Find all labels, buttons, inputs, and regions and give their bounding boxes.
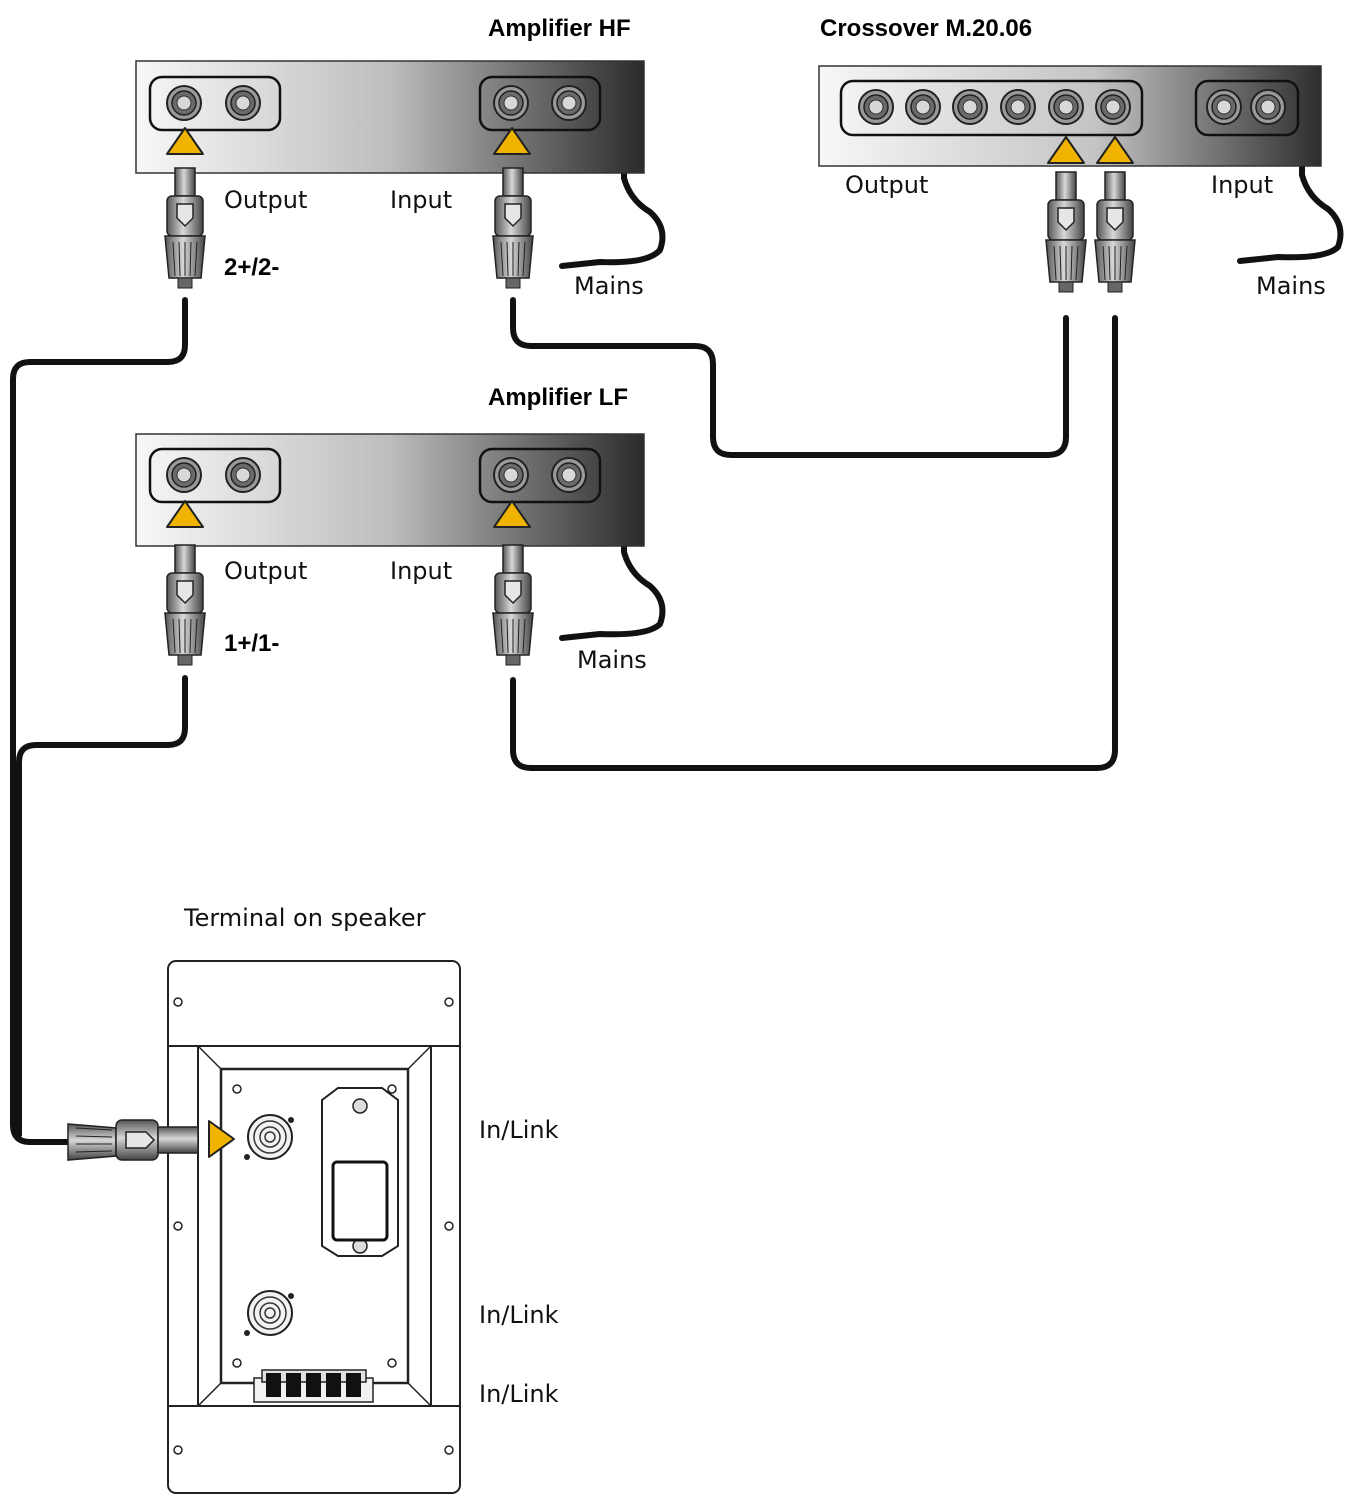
- amp-hf-mains-label: Mains: [574, 272, 644, 300]
- cable-lf-output-to-speaker: [16, 675, 188, 1138]
- crossover-output-plug-b: [1094, 171, 1136, 293]
- amp-lf-mains-label: Mains: [577, 646, 647, 674]
- mains-cord-crossover: [1237, 152, 1344, 264]
- amp-hf-output-label: Output: [224, 186, 308, 214]
- crossover-mains-label: Mains: [1256, 272, 1326, 300]
- speaker-label-3: In/Link: [479, 1380, 559, 1408]
- crossover-output-jack-6: [1095, 89, 1131, 125]
- amp-hf-input-label: Input: [390, 186, 453, 214]
- crossover-input-jack-2: [1250, 89, 1286, 125]
- crossover-output-jack-5: [1048, 89, 1084, 125]
- amplifier-lf: [135, 433, 645, 666]
- speaker-switch: [331, 1160, 389, 1242]
- amp-lf-output-jack-group: [148, 447, 282, 504]
- amp-lf-output-jack-2: [225, 457, 261, 493]
- amp-hf-channel-label: 2+/2-: [224, 254, 280, 281]
- speaker-input-plug: [67, 1119, 199, 1161]
- cables: [10, 152, 1344, 1145]
- amp-hf-output-jack-1: [166, 85, 202, 121]
- mains-cord-lf: [559, 529, 666, 641]
- crossover-output-jack-group: [839, 79, 1144, 137]
- amp-hf-input-jack-group: [478, 75, 602, 132]
- cable-crossover-to-lf-input: [510, 315, 1118, 771]
- amp-hf-output-plug: [164, 167, 206, 289]
- cable-crossover-to-hf-input: [510, 297, 1069, 458]
- crossover-output-plug-a: [1045, 171, 1087, 293]
- amp-lf-channel-label: 1+/1-: [224, 630, 280, 657]
- amp-lf-output-jack-1: [166, 457, 202, 493]
- crossover-input-jack-1: [1206, 89, 1242, 125]
- amp-lf-input-plug: [492, 544, 534, 666]
- amplifier-hf: [135, 60, 645, 289]
- amp-lf-input-label: Input: [390, 557, 453, 585]
- amp-hf-input-jack-1: [493, 85, 529, 121]
- speaker-label-1: In/Link: [479, 1116, 559, 1144]
- crossover-output-jack-3: [952, 89, 988, 125]
- cable-hf-output-to-speaker: [10, 297, 188, 1145]
- amp-hf-output-jack-2: [225, 85, 261, 121]
- speaker-terminal: [67, 960, 461, 1494]
- mains-cord-hf: [559, 157, 666, 269]
- crossover-output-jack-2: [905, 89, 941, 125]
- crossover-input-jack-group: [1194, 79, 1300, 137]
- speaker-socket-1: [247, 1114, 293, 1160]
- speaker-terminal-strip: [253, 1369, 374, 1403]
- amp-hf-output-jack-group: [148, 75, 282, 132]
- speaker-socket-2: [247, 1290, 293, 1336]
- amp-lf-title: Amplifier LF: [488, 384, 629, 411]
- crossover-output-jack-4: [1000, 89, 1036, 125]
- speaker-input-arrow-icon: [208, 1120, 235, 1158]
- crossover-output-jack-1: [858, 89, 894, 125]
- amp-lf-input-jack-1: [493, 457, 529, 493]
- amp-lf-output-plug: [164, 544, 206, 666]
- amp-lf-output-label: Output: [224, 557, 308, 585]
- amp-hf-input-plug: [492, 167, 534, 289]
- amp-lf-input-jack-group: [478, 447, 602, 504]
- amp-hf-input-jack-2: [551, 85, 587, 121]
- speaker-title: Terminal on speaker: [184, 904, 426, 932]
- amp-hf-title: Amplifier HF: [488, 15, 631, 42]
- crossover-output-label: Output: [845, 171, 929, 199]
- crossover-title: Crossover M.20.06: [820, 15, 1033, 42]
- amp-lf-input-jack-2: [551, 457, 587, 493]
- crossover-input-label: Input: [1211, 171, 1274, 199]
- crossover: [818, 65, 1322, 293]
- speaker-label-2: In/Link: [479, 1301, 559, 1329]
